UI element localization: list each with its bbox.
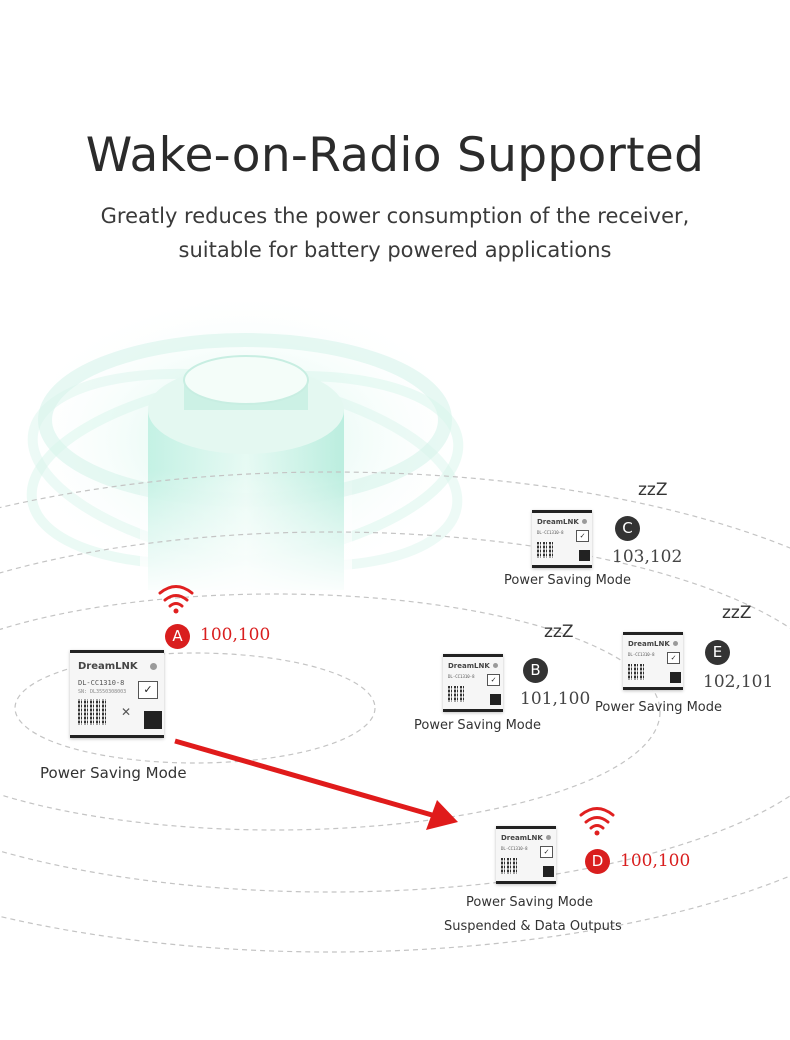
qr-code-icon bbox=[78, 699, 106, 725]
check-icon: ✓ bbox=[576, 530, 589, 542]
wifi-icon bbox=[579, 807, 615, 836]
module-brand: DreamLNK bbox=[628, 640, 670, 648]
node-badge-b: B bbox=[523, 658, 548, 683]
node-address-a: 100,100 bbox=[200, 625, 271, 645]
check-icon: ✓ bbox=[487, 674, 500, 686]
mode-label-e: Power Saving Mode bbox=[595, 700, 723, 715]
node-address-b: 101,100 bbox=[520, 689, 591, 709]
sleep-zzz-icon: zzZ bbox=[722, 603, 752, 623]
module-model: DL-CC1310-8 bbox=[78, 679, 125, 687]
indicator-dot bbox=[582, 519, 587, 524]
mode-label-c: Power Saving Mode bbox=[504, 573, 632, 588]
recycle-bin-icon: ✕ bbox=[120, 705, 132, 719]
module-brand: DreamLNK bbox=[78, 661, 138, 672]
mode-label-d-line2: Suspended & Data Outputs bbox=[444, 919, 622, 934]
check-icon: ✓ bbox=[138, 681, 158, 699]
qr-code-icon bbox=[448, 686, 465, 702]
module-model: DL-CC1310-8 bbox=[628, 652, 655, 657]
sleep-zzz-icon: zzZ bbox=[544, 622, 574, 642]
node-badge-e: E bbox=[705, 640, 730, 665]
module-brand: DreamLNK bbox=[537, 518, 579, 526]
check-icon: ✓ bbox=[540, 846, 553, 858]
module-c: DreamLNK DL-CC1310-8 ✓ bbox=[532, 510, 592, 568]
node-badge-d: D bbox=[585, 849, 610, 874]
subtitle-line-1: Greatly reduces the power consumption of… bbox=[100, 204, 690, 228]
indicator-dot bbox=[673, 641, 678, 646]
node-address-c: 103,102 bbox=[612, 547, 683, 567]
mode-label-a: Power Saving Mode bbox=[40, 764, 187, 782]
module-model: DL-CC1310-8 bbox=[537, 530, 564, 535]
mode-label-b: Power Saving Mode bbox=[414, 718, 542, 733]
qr-code-icon bbox=[628, 664, 645, 680]
signal-rings bbox=[0, 471, 790, 953]
indicator-dot bbox=[493, 663, 498, 668]
module-a: DreamLNK DL-CC1310-8 SN: DL3550308003 ✓ … bbox=[70, 650, 164, 738]
logo-icon bbox=[144, 711, 162, 729]
subtitle-line-2: suitable for battery powered application… bbox=[178, 238, 612, 262]
page-title: Wake-on-Radio Supported bbox=[85, 128, 705, 183]
module-b: DreamLNK DL-CC1310-8 ✓ bbox=[443, 654, 503, 712]
module-model: DL-CC1310-8 bbox=[501, 846, 528, 851]
module-e: DreamLNK DL-CC1310-8 ✓ bbox=[623, 632, 683, 690]
qr-code-icon bbox=[537, 542, 554, 558]
mode-label-d-line1: Power Saving Mode bbox=[466, 895, 594, 910]
module-brand: DreamLNK bbox=[448, 662, 490, 670]
battery-illustration bbox=[15, 290, 475, 600]
arrow-icon bbox=[174, 738, 458, 830]
node-address-d: 100,100 bbox=[620, 851, 691, 871]
module-serial: SN: DL3550308003 bbox=[78, 689, 127, 695]
node-badge-c: C bbox=[615, 516, 640, 541]
indicator-dot bbox=[546, 835, 551, 840]
logo-icon bbox=[543, 866, 554, 877]
module-brand: DreamLNK bbox=[501, 834, 543, 842]
check-icon: ✓ bbox=[667, 652, 680, 664]
node-badge-a: A bbox=[165, 624, 190, 649]
logo-icon bbox=[670, 672, 681, 683]
logo-icon bbox=[490, 694, 501, 705]
module-model: DL-CC1310-8 bbox=[448, 674, 475, 679]
module-d: DreamLNK DL-CC1310-8 ✓ bbox=[496, 826, 556, 884]
wifi-icon bbox=[158, 585, 194, 614]
logo-icon bbox=[579, 550, 590, 561]
node-address-e: 102,101 bbox=[703, 672, 774, 692]
qr-code-icon bbox=[501, 858, 518, 874]
sleep-zzz-icon: zzZ bbox=[638, 480, 668, 500]
indicator-dot bbox=[150, 663, 157, 670]
